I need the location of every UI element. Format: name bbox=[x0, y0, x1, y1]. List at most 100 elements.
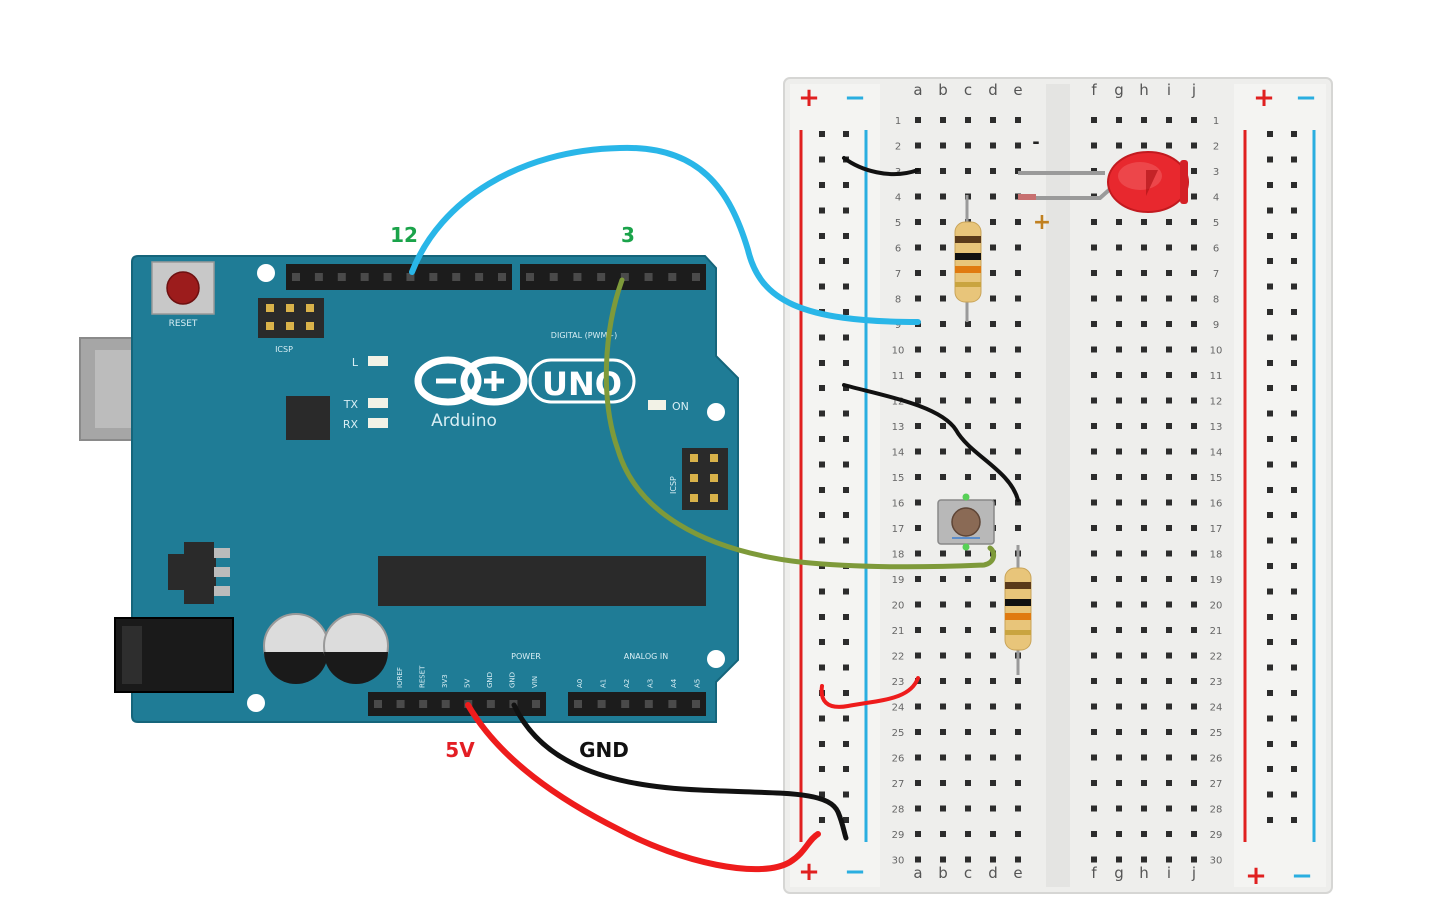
breadboard-hole bbox=[940, 346, 946, 353]
breadboard-hole bbox=[965, 703, 971, 710]
breadboard-hole bbox=[990, 193, 996, 200]
rail-hole bbox=[1291, 182, 1297, 188]
breadboard-hole bbox=[1166, 754, 1172, 761]
rail-hole bbox=[843, 334, 849, 341]
breadboard-hole bbox=[1166, 576, 1172, 582]
rail-hole bbox=[1291, 334, 1297, 341]
power-pin-label: 5V bbox=[464, 679, 472, 688]
column-label: b bbox=[938, 864, 948, 882]
rail-hole bbox=[819, 182, 825, 188]
rail-hole bbox=[1291, 283, 1297, 290]
breadboard-hole bbox=[915, 423, 921, 429]
pin12-label: 12 bbox=[390, 223, 418, 247]
header-pin bbox=[292, 273, 300, 281]
breadboard-hole bbox=[1116, 142, 1122, 149]
breadboard-hole bbox=[915, 601, 921, 608]
left-bottom-minus: − bbox=[844, 857, 866, 887]
breadboard-hole bbox=[1191, 295, 1197, 302]
rail-hole bbox=[819, 741, 825, 747]
breadboard-hole bbox=[1191, 270, 1197, 276]
arduino-logo bbox=[414, 356, 636, 406]
right-bottom-minus: − bbox=[1291, 861, 1313, 891]
breadboard-hole bbox=[1191, 627, 1197, 633]
power-pin-label: GND bbox=[486, 672, 494, 688]
column-label: c bbox=[964, 81, 972, 99]
row-number: 27 bbox=[1210, 779, 1223, 790]
breadboard-hole bbox=[990, 729, 996, 735]
breadboard-hole bbox=[1091, 270, 1097, 276]
column-label: e bbox=[1013, 81, 1022, 99]
rail-hole bbox=[1291, 385, 1297, 391]
breadboard-hole bbox=[965, 729, 971, 735]
row-number: 13 bbox=[1210, 422, 1223, 433]
row-number: 8 bbox=[1213, 295, 1219, 306]
rail-hole bbox=[843, 588, 849, 595]
breadboard-hole bbox=[915, 193, 921, 200]
breadboard-hole bbox=[915, 831, 921, 837]
breadboard-hole bbox=[990, 652, 996, 659]
rail-hole bbox=[843, 436, 849, 442]
rail-hole bbox=[1267, 360, 1273, 366]
breadboard-hole bbox=[1116, 244, 1122, 251]
breadboard-hole bbox=[1116, 474, 1122, 480]
row-number: 7 bbox=[1213, 269, 1219, 280]
row-number: 23 bbox=[1210, 677, 1223, 688]
breadboard-hole bbox=[915, 372, 921, 378]
breadboard-hole bbox=[1141, 244, 1147, 251]
row-number: 21 bbox=[892, 626, 905, 637]
breadboard-hole bbox=[965, 856, 971, 863]
column-label: j bbox=[1191, 864, 1196, 882]
rail-hole bbox=[819, 639, 825, 645]
row-number: 22 bbox=[1210, 652, 1223, 663]
power-label: POWER bbox=[511, 652, 541, 661]
breadboard-hole bbox=[1091, 219, 1097, 225]
column-label: g bbox=[1114, 81, 1124, 99]
column-label: j bbox=[1191, 81, 1196, 99]
rail-hole bbox=[843, 487, 849, 493]
breadboard-hole bbox=[1015, 754, 1021, 761]
breadboard-hole bbox=[1191, 550, 1197, 557]
rail-hole bbox=[819, 664, 825, 671]
rail-hole bbox=[1267, 741, 1273, 747]
breadboard-hole bbox=[1116, 321, 1122, 327]
breadboard-hole bbox=[1141, 805, 1147, 812]
rail-hole bbox=[1291, 512, 1297, 518]
led-l-label: L bbox=[352, 356, 359, 369]
rail-hole bbox=[1267, 131, 1273, 137]
left-top-minus: − bbox=[844, 83, 866, 113]
column-label: f bbox=[1091, 864, 1097, 882]
breadboard-hole bbox=[1091, 550, 1097, 557]
digital-header-low bbox=[520, 264, 706, 290]
row-number: 16 bbox=[1210, 499, 1223, 510]
header-pin bbox=[452, 273, 461, 281]
breadboard-hole bbox=[1015, 346, 1021, 353]
row-number: 9 bbox=[895, 320, 901, 331]
breadboard-hole bbox=[965, 576, 971, 582]
row-number: 8 bbox=[895, 295, 901, 306]
breadboard-hole bbox=[1116, 678, 1122, 684]
rail-hole bbox=[1267, 258, 1273, 264]
rail-hole bbox=[819, 233, 825, 239]
breadboard-hole bbox=[940, 652, 946, 659]
breadboard-hole bbox=[1141, 117, 1147, 123]
breadboard-hole bbox=[940, 321, 946, 327]
rail-hole bbox=[1291, 207, 1297, 214]
breadboard-hole bbox=[940, 627, 946, 633]
rail-hole bbox=[1291, 131, 1297, 137]
rail-hole bbox=[843, 233, 849, 239]
rail-hole bbox=[819, 207, 825, 214]
breadboard-hole bbox=[1015, 729, 1021, 735]
rail-hole bbox=[1267, 182, 1273, 188]
breadboard-hole bbox=[1015, 321, 1021, 327]
rail-hole bbox=[843, 817, 849, 823]
breadboard-hole bbox=[1141, 346, 1147, 353]
breadboard-hole bbox=[1091, 346, 1097, 353]
row-number: 14 bbox=[892, 448, 905, 459]
breadboard-hole bbox=[940, 372, 946, 378]
rail-hole bbox=[1291, 487, 1297, 493]
header-pin bbox=[644, 273, 653, 281]
rail-hole bbox=[843, 207, 849, 214]
header-pin bbox=[668, 273, 677, 281]
header-pin bbox=[498, 273, 506, 281]
